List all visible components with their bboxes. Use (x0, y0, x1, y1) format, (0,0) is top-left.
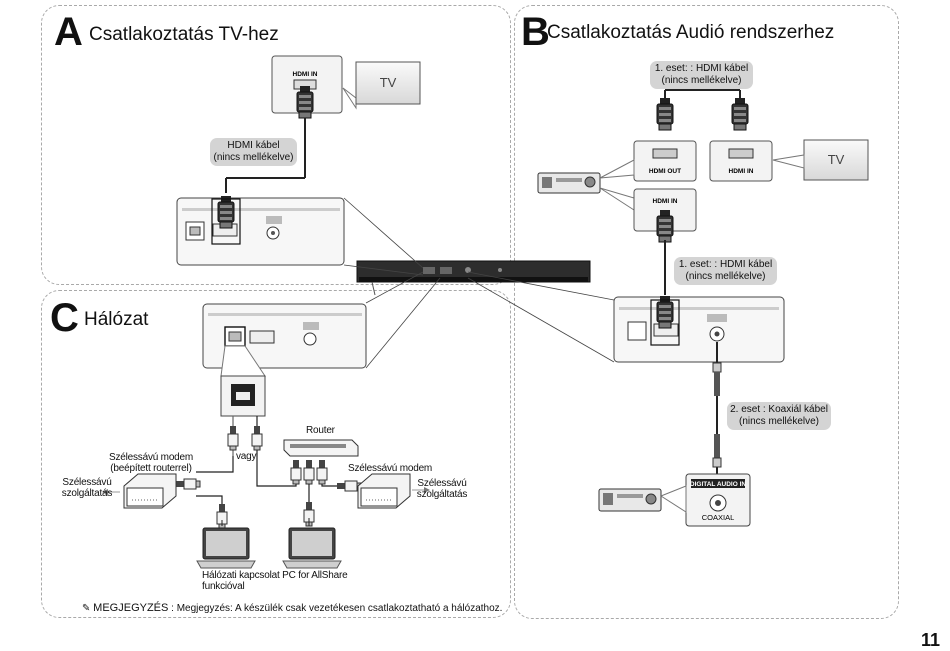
section-b-title: Csatlakoztatás Audió rendszerhez (547, 22, 835, 43)
hdmi-out-port-box (633, 140, 697, 182)
hdmi-out-label: HDMI OUT (649, 168, 681, 175)
service-left-line2: szolgáltatás (61, 488, 113, 499)
router-icon (283, 439, 359, 457)
section-b-letter: B (521, 10, 550, 54)
router-label: Router (306, 425, 335, 436)
pc-line2: funkcióval (202, 581, 245, 592)
service-label-left: Szélessávú szolgáltatás (55, 477, 119, 499)
case1-top-line2: (nincs mellékelve) (661, 75, 742, 86)
modem-builtin-line2: (beépített routerrel) (110, 463, 192, 474)
page-number: 11 (920, 630, 940, 650)
case1-callout-top: 1. eset: : HDMI kábel (nincs mellékelve) (650, 61, 753, 89)
note-text: : Megjegyzés: A készülék csak vezetékese… (168, 603, 503, 614)
tv-icon-a (355, 61, 421, 105)
hdmi-in-port-box-tv (709, 140, 773, 182)
service-label-right: Szélessávú szolgáltatás (412, 478, 472, 500)
hdmi-cable-line2: (nincs mellékelve) (213, 152, 294, 163)
note: ✎ MEGJEGYZÉS : Megjegyzés: A készülék cs… (82, 602, 502, 615)
section-a-letter: A (54, 10, 83, 54)
tv-label-b: TV (828, 152, 845, 167)
modem-builtin-router-icon (123, 473, 177, 509)
case2-callout: 2. eset : Koaxiál kábel (nincs mellékelv… (727, 402, 831, 430)
tv-label-a: TV (380, 75, 397, 90)
lan-port-zoom (220, 375, 266, 417)
hdmi-in-label-tv: HDMI IN (729, 168, 754, 175)
hdmi-in-label-b: HDMI IN (653, 198, 678, 205)
or-label: vagy (236, 451, 257, 462)
pc-label: Hálózati kapcsolat PC for AllShare funkc… (202, 570, 348, 592)
section-a-title: Csatlakoztatás TV-hez (89, 24, 279, 45)
av-receiver-icon-top (537, 172, 601, 194)
laptop-icon-right (282, 527, 342, 569)
modem-builtin-label: Szélessávú modem (beépített routerrel) (103, 452, 199, 474)
hdmi-cable-line1: HDMI kábel (227, 140, 280, 151)
case1-callout-bottom: 1. eset: : HDMI kábel (nincs mellékelve) (674, 257, 777, 285)
section-c-letter: C (50, 296, 79, 340)
laptop-icon-left (196, 527, 256, 569)
pc-line1: Hálózati kapcsolat PC for AllShare (202, 570, 348, 581)
digital-audio-in-label: DIGITAL AUDIO IN (690, 481, 747, 488)
case1-top-line1: 1. eset: : HDMI kábel (654, 63, 749, 74)
panel-network (41, 290, 511, 618)
service-left-line1: Szélessávú (62, 477, 112, 488)
panel-tv-connection (41, 5, 511, 285)
modem-label-right: Szélessávú modem (348, 463, 433, 474)
hdmi-in-label-a: HDMI IN (293, 71, 318, 78)
modem-builtin-line1: Szélessávú modem (108, 452, 194, 463)
case1-bottom-line2: (nincs mellékelve) (685, 271, 766, 282)
hdmi-cable-callout-a: HDMI kábel (nincs mellékelve) (210, 138, 297, 166)
service-right-line2: szolgáltatás (416, 489, 468, 500)
case2-line2: (nincs mellékelve) (738, 416, 820, 427)
av-receiver-icon-bottom (598, 488, 662, 512)
note-label: MEGJEGYZÉS (93, 602, 169, 614)
section-c-title: Hálózat (84, 309, 149, 330)
case2-line1: 2. eset : Koaxiál kábel (730, 404, 828, 415)
pencil-icon: ✎ (82, 603, 91, 614)
coaxial-label: COAXIAL (702, 513, 735, 522)
case1-bottom-line1: 1. eset: : HDMI kábel (678, 259, 773, 270)
panel-audio-connection (514, 5, 899, 619)
service-right-line1: Szélessávú (417, 478, 467, 489)
modem-icon-right (357, 473, 411, 509)
